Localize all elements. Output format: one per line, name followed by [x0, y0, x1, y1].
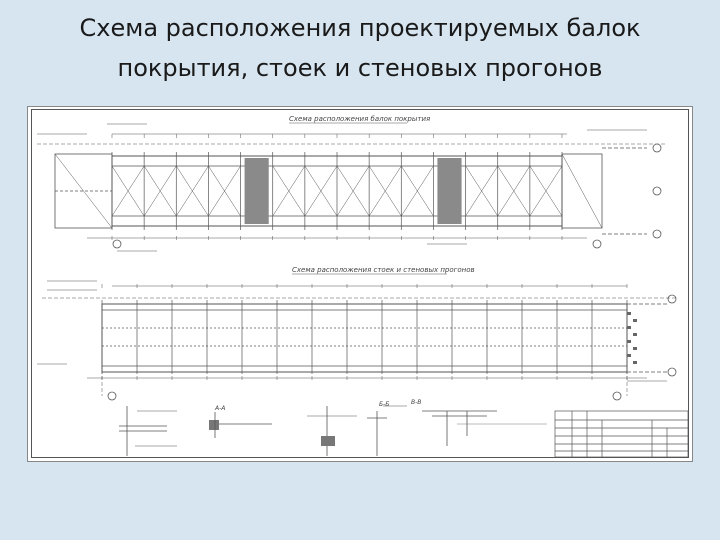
section-label-b: Б-Б: [379, 401, 389, 408]
section-label-v: В-В: [411, 399, 421, 406]
sheet-inner-frame: [31, 109, 689, 458]
title-block: [554, 410, 689, 458]
engineering-drawing-sheet: Схема расположения балок покрытия С: [27, 106, 693, 462]
drawing-svg: Схема расположения балок покрытия С: [27, 106, 693, 462]
sheet-outer-border: [27, 106, 693, 462]
roof-plan-caption: Схема расположения балок покрытия: [289, 115, 430, 123]
section-details: А-А Б-Б В-В: [119, 399, 547, 456]
slide-title-line-1: Схема расположения проектируемых балок: [79, 14, 641, 42]
column-plan-caption: Схема расположения стоек и стеновых прог…: [292, 266, 475, 274]
section-label-a: А-А: [214, 405, 225, 412]
roof-plan-bays: [54, 134, 603, 240]
column-plan-bays: [101, 284, 637, 396]
roof-beam-plan: Схема расположения балок покрытия: [37, 115, 667, 252]
slide-title-line-2: покрытия, стоек и стеновых прогонов: [117, 54, 603, 82]
column-purlin-plan: Схема расположения стоек и стеновых прог…: [37, 266, 677, 401]
slide-title: Схема расположения проектируемых балок п…: [40, 8, 680, 88]
